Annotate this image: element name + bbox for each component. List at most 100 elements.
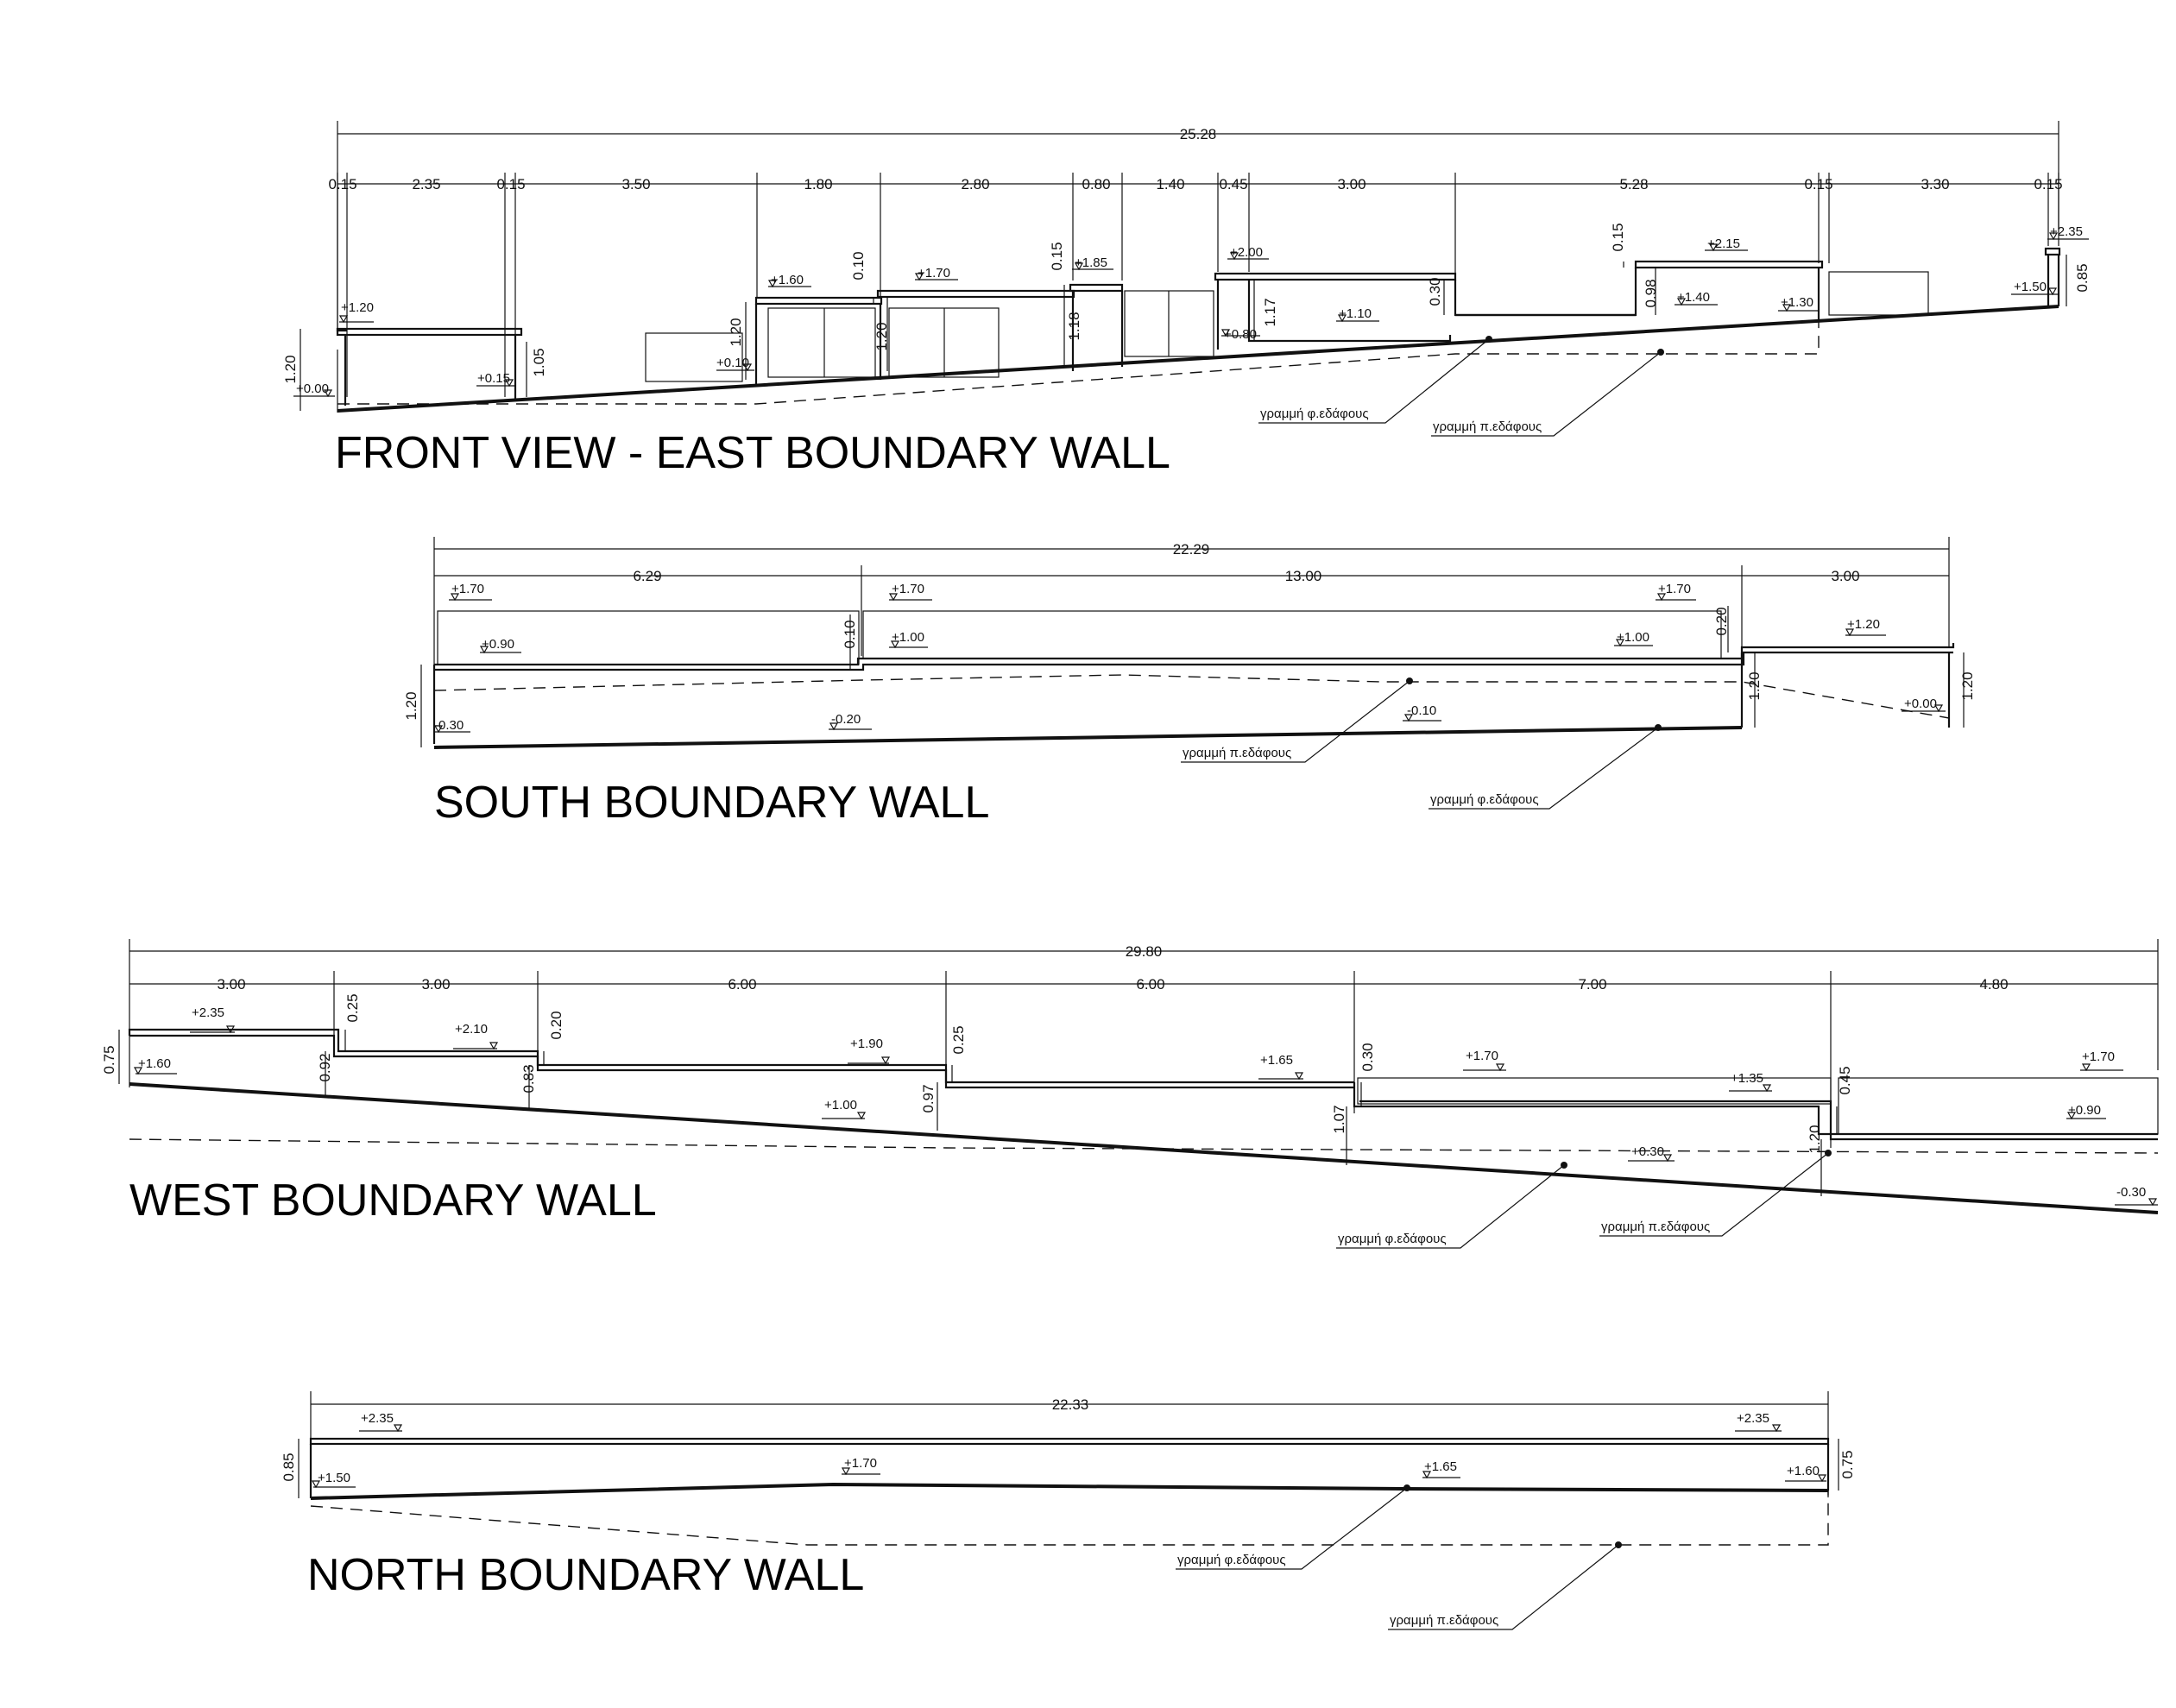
north-finished-ground-label: γραμμή φ.εδάφους (1177, 1553, 1286, 1567)
east-seg-2: 2.35 (412, 176, 440, 192)
east-level-10: +1.10 (1339, 306, 1372, 321)
west-height-2: 0.25 (344, 993, 361, 1022)
east-level-6: +1.70 (918, 266, 950, 280)
east-level-8: +2.00 (1230, 245, 1263, 260)
north-height-1: 0.85 (281, 1453, 297, 1481)
east-seg-1: 0.15 (328, 176, 356, 192)
east-elevation: 25.28 0.15 2.35 0.15 3.50 1.80 2.80 0.80… (282, 121, 2091, 478)
south-level-10: -0.10 (1407, 703, 1436, 718)
east-level-4: +0.10 (716, 356, 749, 370)
west-natural-ground-label: γραμμή π.εδάφους (1601, 1220, 1710, 1234)
east-finished-ground-label: γραμμή φ.εδάφους (1260, 407, 1369, 421)
east-seg-8: 1.40 (1156, 176, 1184, 192)
east-level-15: +1.50 (2014, 280, 2047, 294)
south-height-3: 0.20 (1713, 607, 1730, 635)
east-level-2: +0.00 (296, 381, 329, 396)
east-seg-10: 3.00 (1337, 176, 1366, 192)
east-level-5: +1.60 (771, 273, 804, 287)
west-height-8: 0.30 (1359, 1043, 1376, 1071)
west-level-4: +1.90 (850, 1037, 883, 1051)
north-level-6: +1.60 (1787, 1464, 1820, 1478)
north-natural-ground-label: γραμμή π.εδάφους (1390, 1613, 1498, 1628)
south-level-4: +1.00 (892, 630, 924, 645)
south-height-1: 1.20 (403, 691, 419, 720)
east-seg-11: 5.28 (1619, 176, 1648, 192)
east-title: FRONT VIEW - EAST BOUNDARY WALL (335, 428, 1170, 478)
west-height-5: 0.83 (520, 1064, 537, 1093)
north-total-dimension: 22.33 (1052, 1396, 1089, 1413)
west-height-9: 1.07 (1331, 1105, 1347, 1133)
south-height-2: 0.10 (842, 620, 858, 648)
north-level-3: +1.50 (318, 1471, 350, 1485)
east-level-13: +1.30 (1781, 295, 1813, 310)
east-seg-3: 0.15 (496, 176, 525, 192)
west-level-1: +2.35 (192, 1005, 224, 1020)
west-height-11: 1.20 (1807, 1125, 1823, 1153)
east-seg-7: 0.80 (1082, 176, 1110, 192)
east-height-5: 1.20 (874, 322, 890, 350)
west-level-6: +1.65 (1260, 1053, 1293, 1068)
north-level-1: +2.35 (361, 1411, 394, 1426)
west-level-7: +1.70 (1466, 1049, 1498, 1063)
east-seg-12: 0.15 (1804, 176, 1832, 192)
west-height-1: 0.75 (101, 1045, 117, 1074)
north-title: NORTH BOUNDARY WALL (307, 1550, 864, 1600)
west-title: WEST BOUNDARY WALL (129, 1175, 657, 1226)
east-level-11: +2.15 (1707, 236, 1740, 251)
west-finished-ground-label: γραμμή φ.εδάφους (1338, 1232, 1447, 1246)
south-level-1: +1.70 (451, 582, 484, 596)
east-seg-13: 3.30 (1921, 176, 1949, 192)
south-level-6: +1.00 (1617, 630, 1649, 645)
east-level-7: +1.85 (1075, 255, 1107, 270)
west-seg-6: 4.80 (1979, 976, 2008, 993)
west-level-3: +2.10 (455, 1022, 488, 1037)
west-height-3: 0.92 (317, 1053, 333, 1081)
south-level-2: +0.90 (482, 637, 514, 652)
south-seg-2: 13.00 (1285, 568, 1322, 584)
north-elevation: 22.33 +2.35 +2.35 +1.50 +1.70 +1.65 +1.6… (281, 1391, 1856, 1630)
west-level-5: +1.00 (824, 1098, 857, 1112)
east-seg-9: 0.45 (1219, 176, 1247, 192)
south-seg-1: 6.29 (633, 568, 661, 584)
east-height-12: 0.85 (2074, 263, 2091, 292)
south-finished-ground-label: γραμμή φ.εδάφους (1430, 792, 1539, 807)
west-level-12: -0.30 (2116, 1185, 2146, 1200)
east-height-10: 0.15 (1610, 223, 1626, 251)
east-seg-6: 2.80 (961, 176, 989, 192)
east-level-14: +2.35 (2050, 224, 2083, 239)
west-height-10: 0.45 (1837, 1066, 1853, 1094)
east-seg-5: 1.80 (804, 176, 832, 192)
west-level-11: +0.30 (1631, 1144, 1664, 1159)
west-seg-5: 7.00 (1578, 976, 1606, 993)
west-height-7: 0.97 (920, 1084, 937, 1112)
east-height-8: 1.17 (1262, 298, 1278, 326)
east-level-1: +1.20 (341, 300, 374, 315)
east-natural-ground-label: γραμμή π.εδάφους (1433, 419, 1542, 434)
south-title: SOUTH BOUNDARY WALL (434, 778, 989, 828)
east-height-6: 0.15 (1049, 242, 1065, 270)
south-height-4: 1.20 (1746, 671, 1763, 700)
south-total-dimension: 22.29 (1173, 541, 1210, 558)
east-height-7: 1.18 (1066, 312, 1082, 340)
north-level-2: +2.35 (1737, 1411, 1769, 1426)
east-seg-14: 0.15 (2034, 176, 2062, 192)
east-level-3: +0.15 (477, 371, 510, 386)
east-total-dimension: 25.28 (1180, 126, 1217, 142)
west-level-10: +0.90 (2068, 1103, 2101, 1118)
west-seg-2: 3.00 (421, 976, 450, 993)
south-level-5: +1.70 (1658, 582, 1691, 596)
north-level-4: +1.70 (844, 1456, 877, 1471)
south-level-9: -0.20 (831, 712, 861, 727)
north-height-2: 0.75 (1839, 1450, 1856, 1478)
north-level-5: +1.65 (1424, 1459, 1457, 1474)
south-level-11: +0.00 (1904, 696, 1937, 711)
south-level-8: -0.30 (434, 718, 464, 733)
west-level-9: +1.70 (2082, 1049, 2115, 1064)
east-height-4: 0.10 (850, 251, 867, 280)
south-elevation: 22.29 6.29 13.00 3.00 (403, 537, 1976, 828)
west-seg-1: 3.00 (217, 976, 245, 993)
east-level-9: +0.80 (1224, 327, 1257, 342)
south-seg-3: 3.00 (1831, 568, 1859, 584)
west-height-4: 0.20 (548, 1011, 564, 1039)
